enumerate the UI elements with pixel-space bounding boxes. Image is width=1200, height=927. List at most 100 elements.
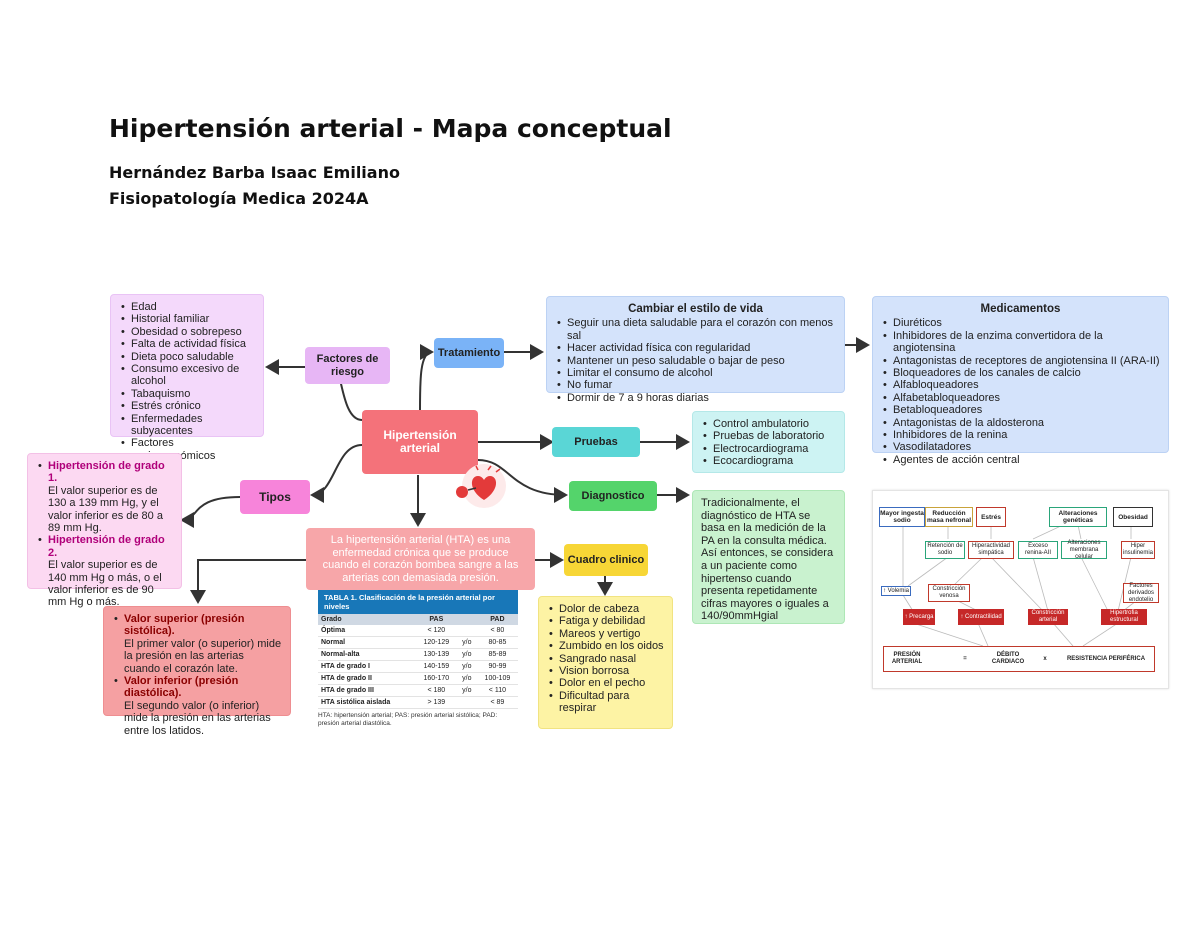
fisio-mecanismo-box: Alteraciones membrana celular	[1061, 540, 1107, 560]
cuadro-clinico-list: Dolor de cabezaFatiga y debilidadMareos …	[538, 596, 673, 729]
medicamentos-heading: Medicamentos	[980, 303, 1061, 315]
tabla-cell: Normal-alta	[318, 648, 416, 661]
page-title: Hipertensión arterial - Mapa conceptual	[109, 114, 672, 143]
hipertension-central-node: Hipertensión arterial	[362, 410, 478, 474]
medicamento-item: Diuréticos	[883, 317, 1160, 330]
tratamiento-item: Mantener un peso saludable o bajar de pe…	[557, 355, 836, 368]
tipos-node: Tipos	[240, 480, 310, 514]
heart-pressure-icon	[448, 462, 520, 512]
tabla-header-cell: PAS	[415, 614, 457, 625]
tabla-cell: y/o	[456, 672, 477, 685]
pruebas-node: Pruebas	[552, 427, 640, 457]
fisio-mecanismo-box: Retención de sodio	[925, 541, 965, 559]
tabla-title: TABLA 1. Clasificación de la presión art…	[318, 590, 518, 614]
fisio-venosa-box: Constricción venosa	[928, 584, 970, 602]
fisio-efecto-box: Constricción arterial	[1028, 609, 1068, 625]
sintoma-item: Sangrado nasal	[549, 653, 664, 666]
fisio-volemia-box: ↑ Volemia	[881, 586, 911, 596]
fisio-formula-part: x	[1039, 649, 1051, 669]
fisio-factor-box: Reducción masa nefronal	[925, 507, 973, 527]
tabla-cell: > 139	[415, 696, 457, 709]
tratamiento-item: Seguir una dieta saludable para el coraz…	[557, 317, 836, 342]
tabla-cell: < 89	[476, 696, 518, 709]
medicamento-item: Antagonistas de receptores de angiotensi…	[883, 355, 1160, 368]
fisio-factor-box: Obesidad	[1113, 507, 1153, 527]
medicamento-item: Alfabloqueadores	[883, 379, 1160, 392]
fisio-formula-part: PRESIÓN ARTERIAL	[887, 649, 927, 669]
fisio-efecto-box: ↑ Precarga	[903, 609, 935, 625]
pruebas-list-box: Control ambulatorioPruebas de laboratori…	[692, 411, 845, 473]
factor-item: Tabaquismo	[121, 388, 255, 401]
presion-item: Valor superior (presión sistólica).El pr…	[114, 613, 282, 675]
factores-riesgo-node: Factores de riesgo	[305, 347, 390, 384]
tabla-cell: y/o	[456, 684, 477, 697]
tabla-cell: 100-109	[476, 672, 518, 685]
tabla-cell: HTA de grado II	[318, 672, 416, 685]
course-name: Fisiopatología Medica 2024A	[109, 189, 369, 208]
author-name: Hernández Barba Isaac Emiliano	[109, 163, 400, 182]
tabla-row: HTA sistólica aislada> 139 < 89	[318, 696, 518, 709]
tabla-row: Óptima< 120< 80	[318, 625, 518, 637]
sintoma-item: Dificultad para respirar	[549, 690, 664, 715]
tabla-cell: HTA sistólica aislada	[318, 696, 416, 709]
tabla-cell: 120-129	[415, 636, 457, 649]
tipo-item: Hipertensión de grado 1.El valor superio…	[38, 460, 173, 534]
factor-item: Dieta poco saludable	[121, 351, 255, 364]
tabla-cell: 80-85	[476, 636, 518, 649]
tipos-list-box: Hipertensión de grado 1.El valor superio…	[27, 453, 182, 608]
medicamento-item: Antagonistas de la aldosterona	[883, 417, 1160, 430]
fisio-mecanismo-box: Hiperactividad simpática	[968, 541, 1014, 559]
fisio-formula-part: DÉBITO CARDIACO	[983, 649, 1033, 669]
diagnostico-text-box: Tradicionalmente, el diagnóstico de HTA …	[692, 490, 845, 624]
fisio-efecto-box: Hipertrofia estructural	[1101, 609, 1147, 625]
tabla-header-cell: Grado	[318, 614, 416, 625]
estilo-vida-box: Cambiar el estilo de vida Seguir una die…	[546, 296, 845, 405]
medicamento-item: Alfabetabloqueadores	[883, 392, 1160, 405]
tabla-cell: Óptima	[318, 625, 416, 637]
tabla-cell: 90-99	[476, 660, 518, 673]
sintoma-item: Dolor en el pecho	[549, 677, 664, 690]
medicamento-item: Vasodilatadores	[883, 441, 1160, 454]
tabla-cell: 85-89	[476, 648, 518, 661]
tabla-header-cell	[456, 614, 477, 625]
tabla-header-cell: PAD	[476, 614, 518, 625]
tabla-cell: < 110	[476, 684, 518, 697]
sintoma-item: Fatiga y debilidad	[549, 615, 664, 628]
medicamento-item: Agentes de acción central	[883, 454, 1160, 467]
medicamento-item: Bloqueadores de los canales de calcio	[883, 367, 1160, 380]
factor-item: Estrés crónico	[121, 400, 255, 413]
presion-item: Valor inferior (presión diastólica).El s…	[114, 675, 282, 737]
tipo-item: Hipertensión de grado 2.El valor superio…	[38, 534, 173, 608]
factor-item: Enfermedades subyacentes	[121, 413, 255, 438]
tabla-cell: HTA de grado III	[318, 684, 416, 697]
prueba-item: Control ambulatorio	[703, 418, 836, 431]
tabla-cell: 130-139	[415, 648, 457, 661]
fisio-factor-box: Alteraciones genéticas	[1049, 507, 1107, 527]
diagnostico-node: Diagnostico	[569, 481, 657, 511]
tabla-cell: < 80	[476, 625, 518, 637]
medicamento-item: Betabloqueadores	[883, 404, 1160, 417]
factor-item: Consumo excesivo de alcohol	[121, 363, 255, 388]
medicamentos-box: Medicamentos DiuréticosInhibidores de la…	[872, 296, 1169, 467]
sintoma-item: Dolor de cabeza	[549, 603, 664, 616]
tratamiento-node: Tratamiento	[434, 338, 504, 368]
factor-item: Historial familiar	[121, 313, 255, 326]
tabla-cell	[456, 625, 477, 637]
tabla-cell: y/o	[456, 648, 477, 661]
factor-item: Edad	[121, 301, 255, 314]
sintoma-item: Mareos y vertigo	[549, 628, 664, 641]
fisio-arrows	[902, 524, 1137, 647]
tratamiento-item: No fumar	[557, 379, 836, 392]
tabla-cell: Normal	[318, 636, 416, 649]
presion-valores-box: Valor superior (presión sistólica).El pr…	[103, 606, 291, 737]
tabla-cell: 140-159	[415, 660, 457, 673]
tabla-cell: 160-170	[415, 672, 457, 685]
tabla-cell: y/o	[456, 636, 477, 649]
factor-item: Falta de actividad física	[121, 338, 255, 351]
sintoma-item: Vision borrosa	[549, 665, 664, 678]
